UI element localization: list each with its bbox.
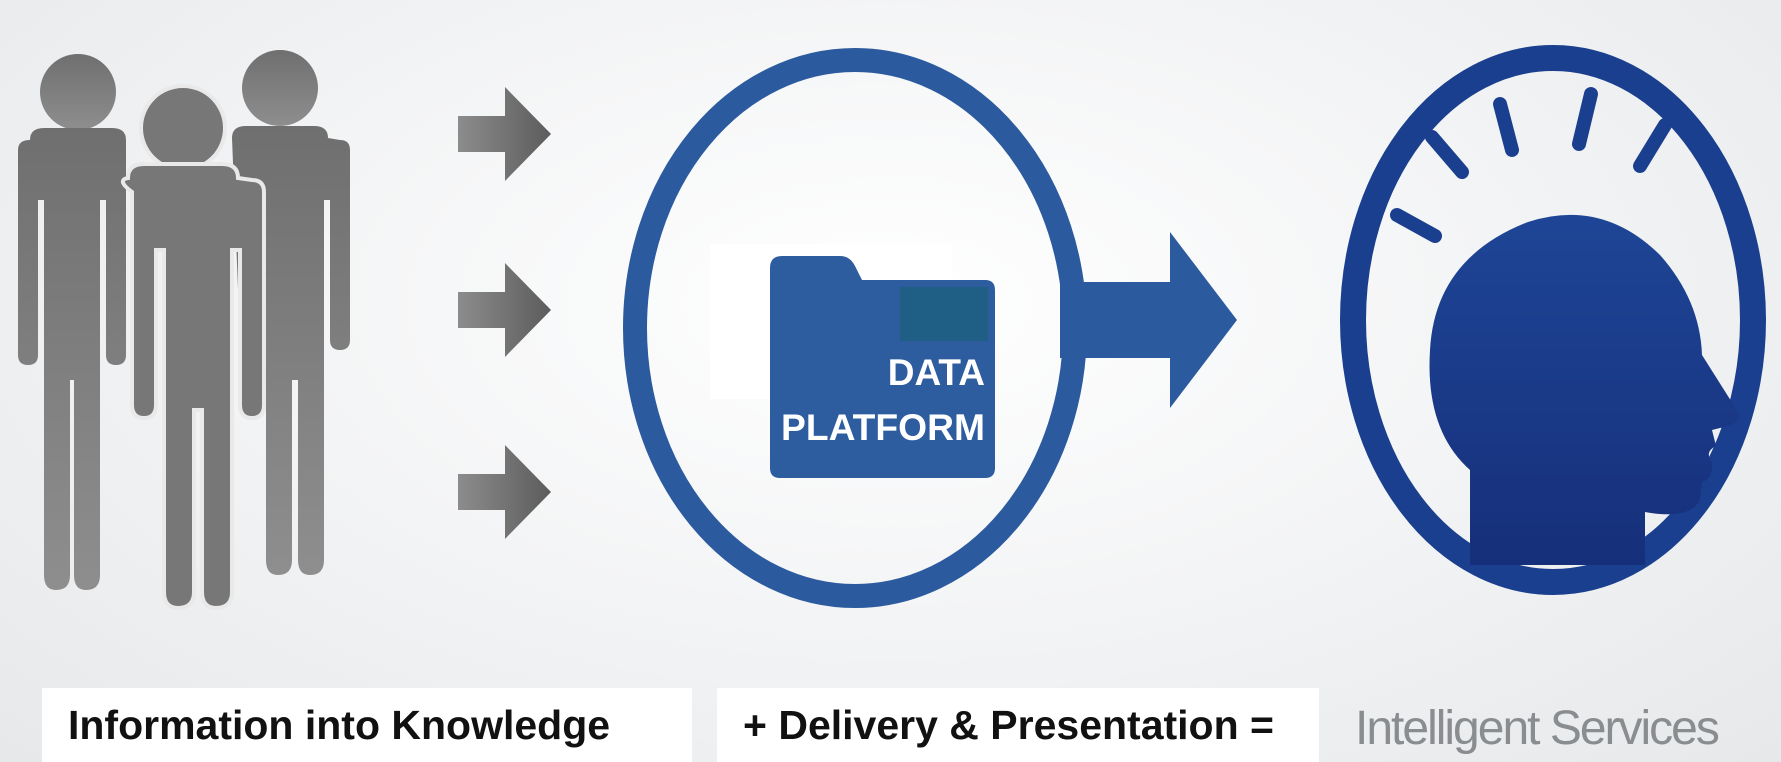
input-arrow-bottom-icon (458, 445, 551, 539)
output-arrow-icon (1060, 232, 1237, 408)
input-arrow-middle-icon (458, 263, 551, 357)
intelligent-services-icon (1340, 45, 1766, 595)
head-profile-icon (1429, 214, 1739, 565)
people-group-icon (18, 50, 350, 611)
caption-information-text: Information into Knowledge (68, 701, 611, 748)
thought-rays-icon (1390, 87, 1672, 243)
folder-tab-accent (900, 287, 988, 341)
data-platform-folder-icon: DATA PLATFORM (710, 244, 995, 478)
caption-delivery-box: + Delivery & Presentation = (717, 688, 1319, 762)
caption-information-box: Information into Knowledge (42, 688, 692, 762)
caption-intelligent-services: Intelligent Services (1355, 696, 1755, 760)
person-back-left-icon (18, 54, 126, 590)
input-arrow-top-icon (458, 87, 551, 181)
folder-label-line1: DATA (888, 352, 985, 393)
intelligent-services-label: Intelligent Services (1355, 701, 1720, 755)
person-front-icon (120, 84, 266, 611)
person-back-right-icon (232, 50, 350, 575)
folder-label-line2: PLATFORM (781, 407, 985, 448)
caption-delivery-text: + Delivery & Presentation = (743, 701, 1274, 748)
